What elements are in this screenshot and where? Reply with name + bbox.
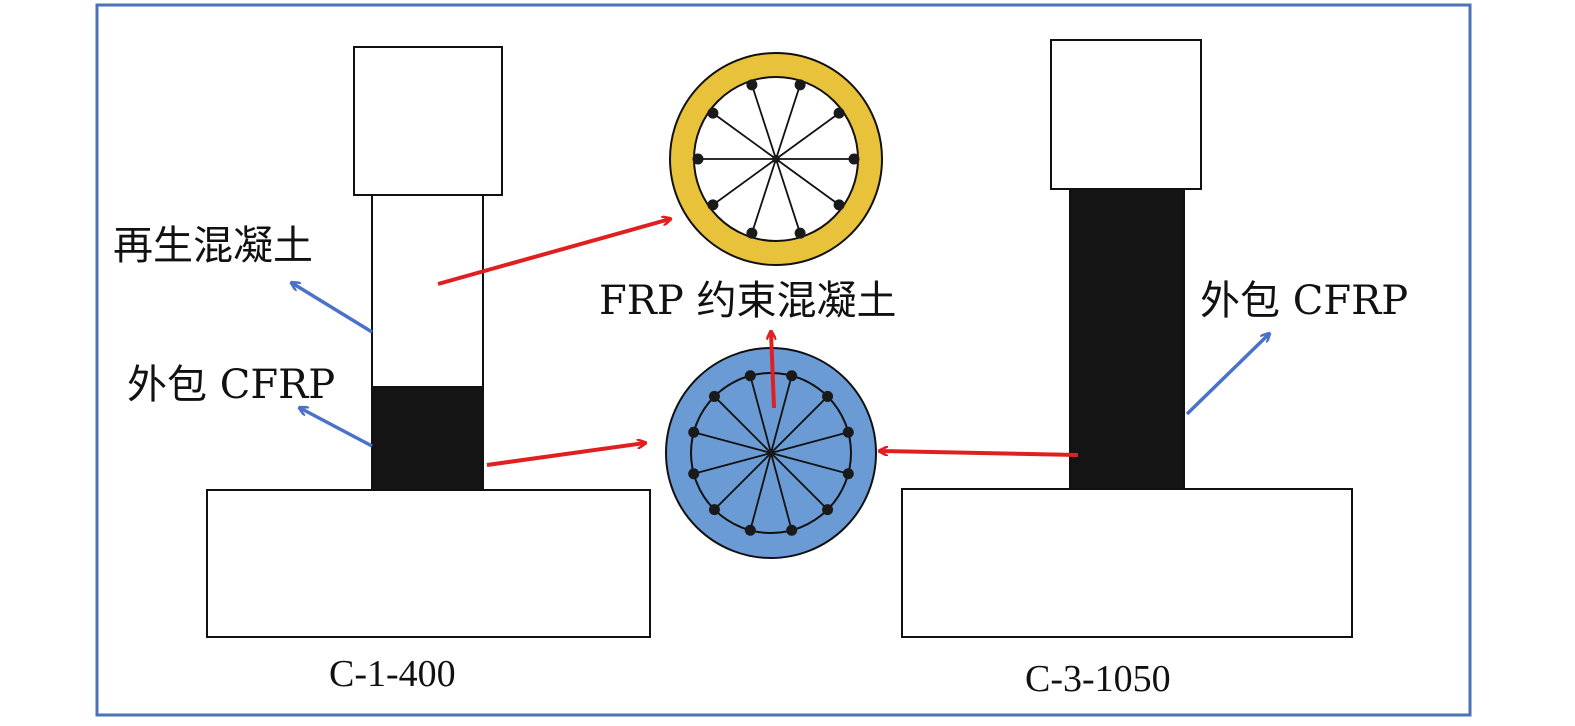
- label-left-specimen-id: C-1-400: [329, 653, 456, 695]
- bottom-section-rebar-dot: [842, 426, 854, 438]
- arrow-right-wrap-label: [1185, 334, 1269, 416]
- bottom-section-rebar-dot: [744, 370, 756, 382]
- top-section-rebar-dot: [692, 153, 704, 165]
- right-specimen: [901, 39, 1353, 638]
- bottom-section-spoke: [770, 375, 793, 454]
- bottom-section-rebar-dot: [786, 524, 798, 536]
- arrow-recycled-to-top-section: [437, 219, 670, 286]
- top-section-rebar-dot: [746, 227, 758, 239]
- bottom-section-spoke: [693, 452, 772, 475]
- bottom-section-spoke: [713, 395, 772, 454]
- top-section-rebar-dot: [833, 199, 845, 211]
- top-section-rebar-dot: [794, 79, 806, 91]
- top-section-rebar-dot: [794, 227, 806, 239]
- top-section-spoke: [775, 84, 801, 160]
- top-section-center-dot: [772, 155, 780, 163]
- top-section-rebar-dot: [848, 153, 860, 165]
- bottom-section-rebar-dot: [786, 370, 798, 382]
- bottom-section-spoke: [770, 431, 849, 454]
- bottom-section-spoke: [770, 395, 829, 454]
- bottom-section-spoke: [770, 452, 849, 475]
- arrow-recycled-label: [292, 283, 373, 334]
- right-top-block: [1050, 39, 1202, 190]
- label-right-specimen-id: C-3-1050: [1025, 658, 1171, 700]
- label-frp-confined-concrete: FRP 约束混凝土: [599, 278, 897, 324]
- bottom-section-rebar-dot: [688, 468, 700, 480]
- label-left-cfrp-wrap: 外包 CFRP: [127, 362, 335, 408]
- top-section-spoke: [712, 112, 777, 160]
- bottom-section-rebar-dot: [688, 426, 700, 438]
- bottom-section-rebar-dot: [708, 390, 720, 402]
- left-column-recycled: [371, 194, 484, 388]
- top-section-spoke: [775, 158, 840, 206]
- bottom-section-spoke: [770, 452, 793, 531]
- recycled-section: [665, 347, 877, 559]
- arrow-left-wrap-to-bottom-section: [486, 443, 645, 467]
- top-section-spoke: [751, 158, 777, 234]
- left-top-block: [353, 46, 503, 196]
- bottom-section-center-dot: [767, 449, 775, 457]
- right-column-cfrp-wrap: [1069, 188, 1185, 490]
- bottom-section-rebar-dot: [744, 524, 756, 536]
- top-section-rebar-dot: [833, 107, 845, 119]
- bottom-section-spoke: [693, 431, 772, 454]
- top-section-rebar-dot: [746, 79, 758, 91]
- top-section-spokes: [692, 79, 860, 239]
- label-recycled-concrete: 再生混凝土: [113, 223, 313, 269]
- top-section-rebar-dot: [707, 107, 719, 119]
- bottom-section-rebar-dot: [822, 390, 834, 402]
- right-foundation: [901, 488, 1353, 638]
- bottom-section-rebar-dot: [708, 504, 720, 516]
- top-section-spoke: [775, 112, 840, 160]
- left-column-cfrp-wrap: [371, 386, 484, 491]
- left-specimen: [206, 46, 651, 638]
- arrow-left-wrap-label: [300, 408, 373, 448]
- label-right-cfrp-wrap: 外包 CFRP: [1200, 278, 1408, 324]
- top-section-spoke: [751, 84, 777, 160]
- bottom-section-spoke: [770, 452, 829, 511]
- arrow-right-wrap-to-bottom-section: [880, 451, 1079, 457]
- top-section-spoke: [712, 158, 777, 206]
- bottom-section-spoke: [713, 452, 772, 511]
- frp-confined-section: [669, 52, 883, 266]
- top-section-rebar-dot: [707, 199, 719, 211]
- outer-frame: [95, 3, 1472, 717]
- left-foundation: [206, 489, 651, 638]
- bottom-section-spoke: [749, 452, 772, 531]
- bottom-section-spokes: [688, 370, 854, 536]
- bottom-section-rebar-dot: [822, 504, 834, 516]
- arrow-bottom-to-label: [771, 332, 774, 409]
- top-section-spoke: [775, 158, 801, 234]
- bottom-section-spoke: [749, 375, 772, 454]
- bottom-section-rebar-dot: [842, 468, 854, 480]
